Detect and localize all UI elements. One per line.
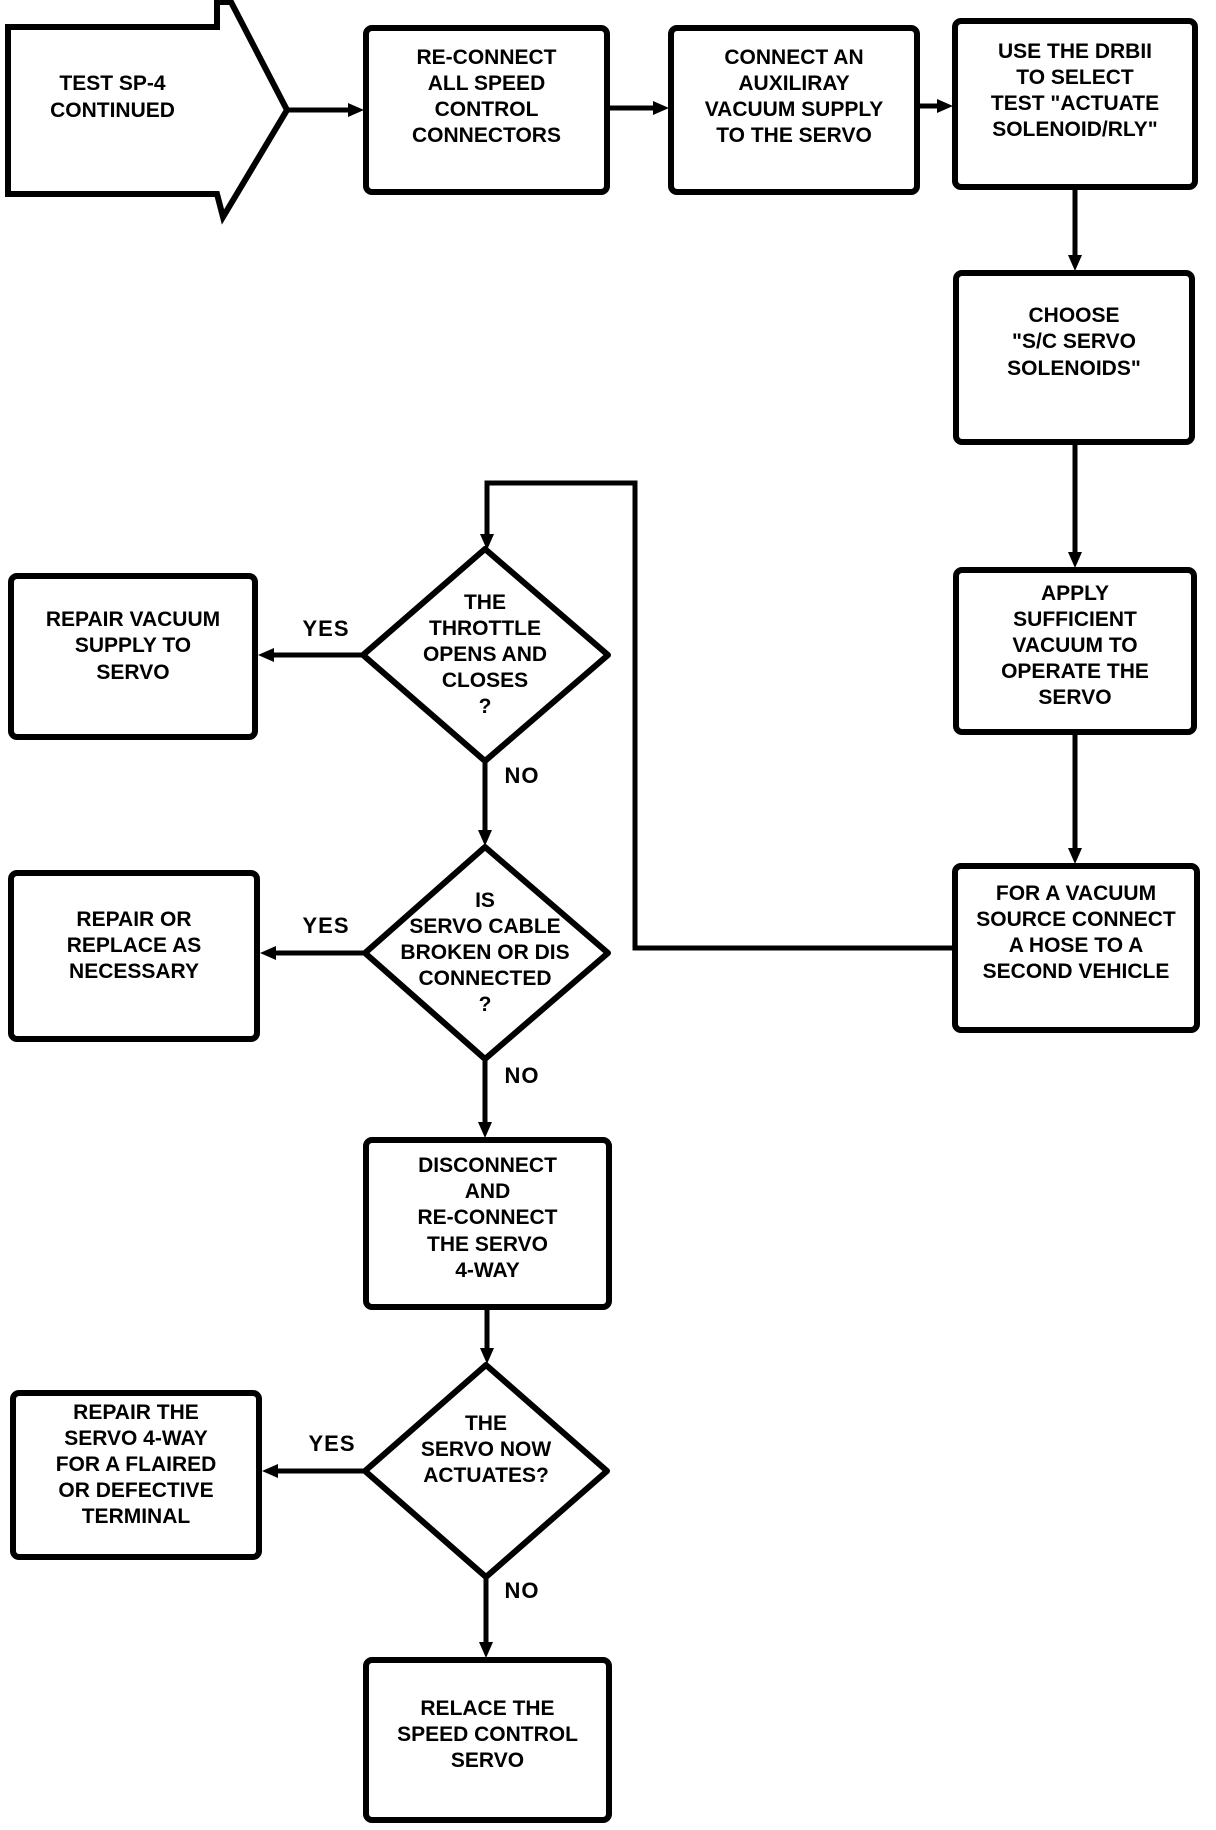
- node-vacuum-source-label: FOR A VACUUM SOURCE CONNECT A HOSE TO A …: [976, 881, 1176, 984]
- node-actuates-decision: THE SERVO NOW ACTUATES?: [371, 1370, 601, 1570]
- node-choose-solenoids-label: CHOOSE "S/C SERVO SOLENOIDS": [1007, 304, 1141, 380]
- node-repair-replace-label: REPAIR OR REPLACE AS NECESSARY: [66, 907, 202, 984]
- node-apply-vacuum: APPLY SUFFICIENT VACUUM TO OPERATE THE S…: [953, 567, 1197, 735]
- edge-vacsource-to-throttle-decision: [480, 480, 952, 951]
- node-apply-vacuum-label: APPLY SUFFICIENT VACUUM TO OPERATE THE S…: [1001, 581, 1149, 710]
- node-repair-4way: REPAIR THE SERVO 4-WAY FOR A FLAIRED OR …: [10, 1390, 262, 1560]
- branch-label-cable-no: NO: [504, 1063, 540, 1088]
- node-replace-servo-label: RELACE THE SPEED CONTROL SERVO: [397, 1696, 578, 1773]
- branch-label-throttle-yes: YES: [302, 616, 350, 641]
- actuates-decision-diamond: [362, 1362, 610, 1580]
- branch-label-cable-yes: YES: [302, 913, 350, 938]
- node-replace-servo: RELACE THE SPEED CONTROL SERVO: [363, 1657, 612, 1823]
- throttle-decision-diamond: [360, 546, 611, 764]
- node-repair-vacuum: REPAIR VACUUM SUPPLY TO SERVO: [8, 573, 258, 740]
- node-reconnect-4way-label: DISCONNECT AND RE-CONNECT THE SERVO 4-WA…: [417, 1154, 558, 1282]
- node-throttle-decision-label: THE THROTTLE OPENS AND CLOSES ?: [422, 590, 548, 719]
- node-cable-decision: IS SERVO CABLE BROKEN OR DIS CONNECTED ?: [370, 855, 600, 1051]
- branch-label-throttle-no: NO: [504, 763, 540, 788]
- node-start-label: TEST SP-4 CONTINUED: [50, 72, 175, 122]
- node-use-drb: USE THE DRBII TO SELECT TEST "ACTUATE SO…: [952, 18, 1198, 190]
- branch-label-actuates-yes: YES: [308, 1431, 356, 1456]
- cable-decision-diamond: [362, 844, 611, 1062]
- node-reconnect-connectors: RE-CONNECT ALL SPEED CONTROL CONNECTORS: [363, 25, 610, 195]
- node-aux-vacuum: CONNECT AN AUXILIRAY VACUUM SUPPLY TO TH…: [668, 25, 920, 195]
- node-aux-vacuum-label: CONNECT AN AUXILIRAY VACUUM SUPPLY TO TH…: [704, 45, 884, 148]
- node-throttle-decision: THE THROTTLE OPENS AND CLOSES ?: [370, 557, 600, 753]
- branch-label-actuates-no: NO: [504, 1578, 540, 1603]
- node-reconnect-connectors-label: RE-CONNECT ALL SPEED CONTROL CONNECTORS: [412, 45, 561, 148]
- node-repair-4way-label: REPAIR THE SERVO 4-WAY FOR A FLAIRED OR …: [55, 1400, 217, 1529]
- node-reconnect-4way: DISCONNECT AND RE-CONNECT THE SERVO 4-WA…: [363, 1137, 612, 1310]
- node-use-drb-label: USE THE DRBII TO SELECT TEST "ACTUATE SO…: [990, 39, 1160, 142]
- node-repair-vacuum-label: REPAIR VACUUM SUPPLY TO SERVO: [45, 608, 221, 684]
- node-vacuum-source: FOR A VACUUM SOURCE CONNECT A HOSE TO A …: [952, 863, 1200, 1033]
- node-actuates-decision-label: THE SERVO NOW ACTUATES?: [420, 1411, 552, 1488]
- start-arrow-shape: [5, 0, 291, 225]
- node-start: TEST SP-4 CONTINUED: [20, 35, 205, 180]
- node-repair-replace: REPAIR OR REPLACE AS NECESSARY: [8, 870, 260, 1042]
- node-cable-decision-label: IS SERVO CABLE BROKEN OR DIS CONNECTED ?: [400, 888, 570, 1017]
- node-choose-solenoids: CHOOSE "S/C SERVO SOLENOIDS": [953, 270, 1195, 445]
